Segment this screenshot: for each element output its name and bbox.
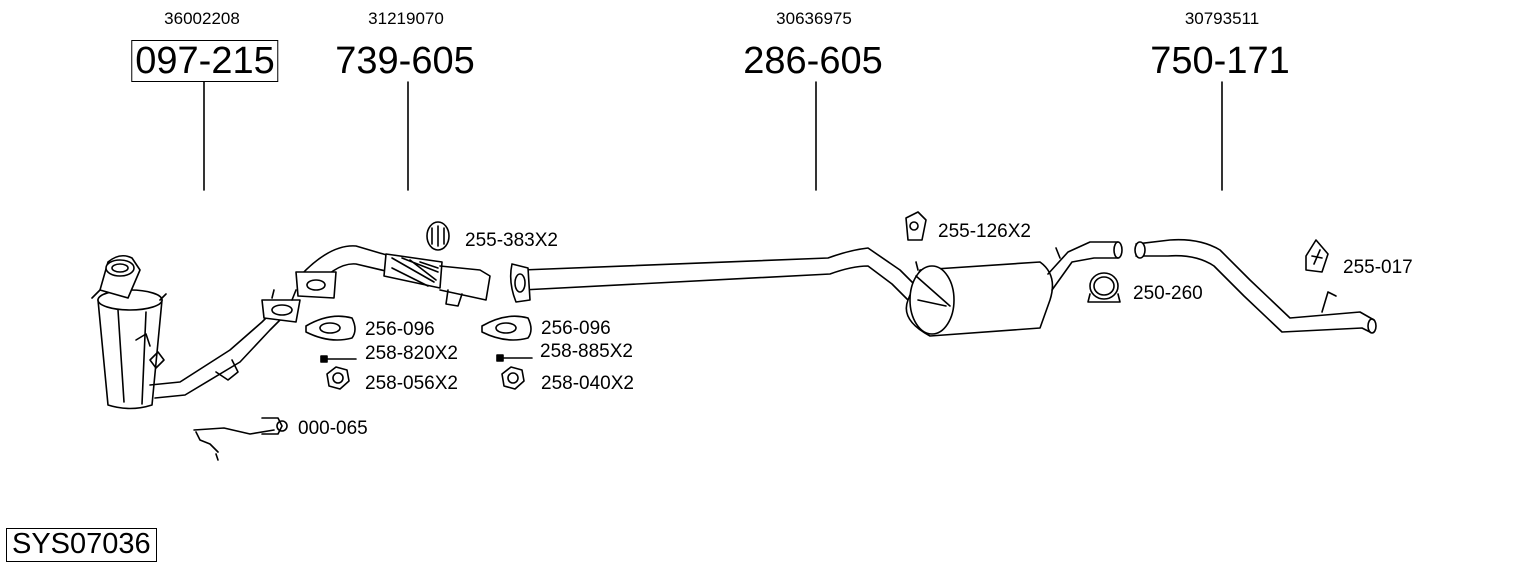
nut-258-040x2 [501, 366, 525, 390]
part-number-097-215[interactable]: 097-215 [131, 40, 279, 82]
tail-pipe-drawing [1134, 238, 1377, 334]
label-gasket-256-096-b[interactable]: 256-096 [541, 318, 611, 339]
label-nut-258-040x2[interactable]: 258-040X2 [541, 373, 634, 394]
hanger-255-017 [1305, 239, 1329, 273]
particulate-filter-drawing [91, 254, 301, 410]
label-bolt-258-885x2[interactable]: 258-885X2 [540, 341, 633, 362]
label-gasket-256-096-a[interactable]: 256-096 [365, 319, 435, 340]
clamp-250-260 [1087, 272, 1121, 303]
sensor-pipe-000-065 [193, 417, 288, 461]
label-hanger-255-126x2[interactable]: 255-126X2 [938, 221, 1031, 242]
oem-number: 31219070 [368, 9, 444, 28]
label-bolt-258-820x2[interactable]: 258-820X2 [365, 343, 458, 364]
oem-number: 30636975 [776, 9, 852, 28]
nut-258-056x2 [326, 366, 350, 390]
label-nut-258-056x2[interactable]: 258-056X2 [365, 373, 458, 394]
gasket-256-096-b [481, 315, 532, 341]
part-number-739-605[interactable]: 739-605 [335, 40, 475, 82]
system-id-box: SYS07036 [6, 528, 157, 562]
label-hanger-255-383x2[interactable]: 255-383X2 [465, 230, 558, 251]
part-number-750-171[interactable]: 750-171 [1150, 40, 1290, 82]
front-pipe-drawing [295, 245, 491, 307]
label-hanger-255-017[interactable]: 255-017 [1343, 257, 1413, 278]
part-number-286-605[interactable]: 286-605 [743, 40, 883, 82]
middle-pipe-drawing [509, 247, 921, 303]
gasket-256-096-a [305, 315, 356, 341]
hanger-255-383x2 [426, 221, 450, 251]
label-clamp-250-260[interactable]: 250-260 [1133, 283, 1203, 304]
oem-number: 36002208 [164, 9, 240, 28]
rear-silencer-drawing [905, 241, 1123, 337]
oem-number: 30793511 [1184, 9, 1260, 28]
hanger-255-126x2 [905, 211, 927, 241]
label-sensor-pipe-000-065[interactable]: 000-065 [298, 418, 368, 439]
bolt-258-820x2 [320, 355, 357, 363]
bolt-258-885x2 [496, 354, 533, 362]
